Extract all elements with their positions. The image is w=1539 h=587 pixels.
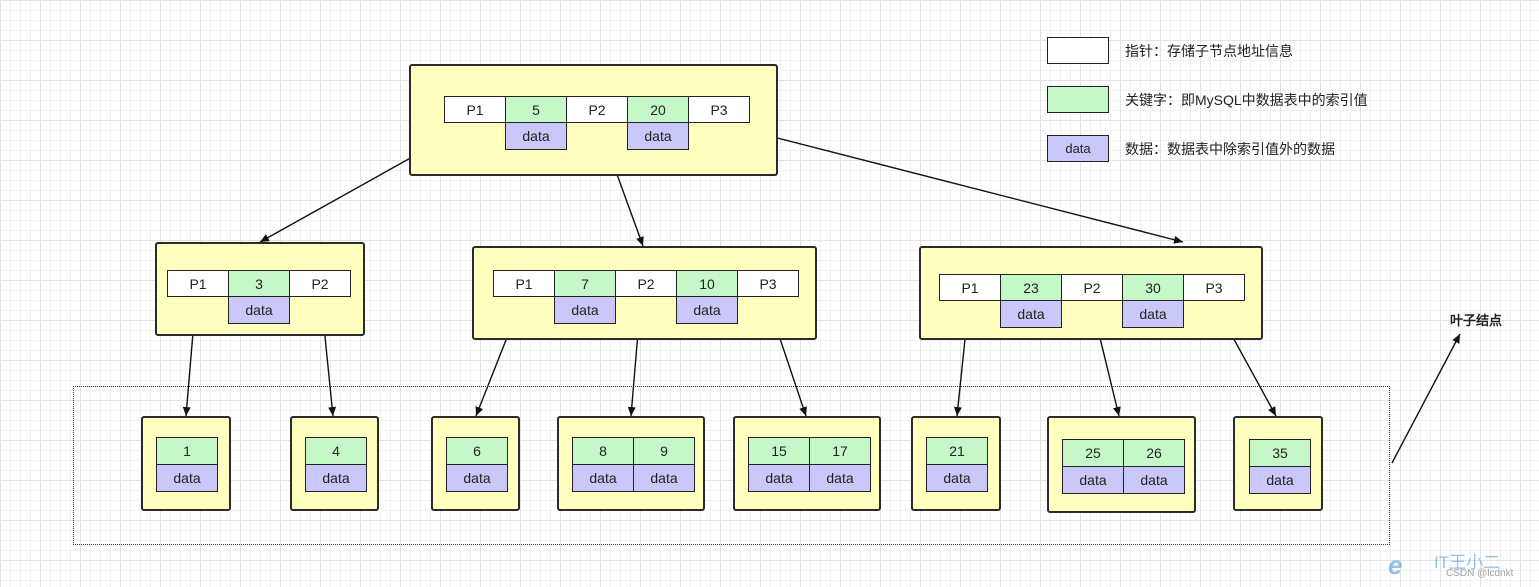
root-node-pointer: P2	[566, 96, 628, 123]
internal-node-3-pointer: P2	[1061, 274, 1123, 301]
leaf-key: 4	[305, 437, 367, 465]
internal-node-3-data: data	[1000, 300, 1062, 328]
internal-node-1-pointer: P2	[289, 270, 351, 297]
internal-node-1-key: 3	[228, 270, 290, 297]
leaf-key: 6	[446, 437, 508, 465]
internal-node-3-pointer: P3	[1183, 274, 1245, 301]
legend-pointer: 指针：存储子节点地址信息	[1047, 37, 1293, 64]
root-node-pointer: P3	[688, 96, 750, 123]
leaf-data: data	[809, 464, 871, 492]
leaf-key: 35	[1249, 439, 1311, 467]
leaf-data: data	[1249, 466, 1311, 494]
internal-node-2-key: 7	[554, 270, 616, 297]
legend-key: 关键字：即MySQL中数据表中的索引值	[1047, 86, 1368, 113]
leaf-key: 8	[572, 437, 634, 465]
legend-data-text: 数据：数据表中除索引值外的数据	[1125, 140, 1335, 157]
leaf-data: data	[446, 464, 508, 492]
leaf-key: 1	[156, 437, 218, 465]
leaf-key: 26	[1123, 439, 1185, 467]
root-node-pointer: P1	[444, 96, 506, 123]
internal-node-3-data: data	[1122, 300, 1184, 328]
legend-key-text: 关键字：即MySQL中数据表中的索引值	[1125, 91, 1368, 108]
root-node-data: data	[505, 122, 567, 150]
internal-node-2-data: data	[554, 296, 616, 324]
leaf-key: 17	[809, 437, 871, 465]
legend-data-swatch: data	[1047, 135, 1109, 162]
leaf-data: data	[1123, 466, 1185, 494]
internal-node-1-pointer: P1	[167, 270, 229, 297]
internal-node-2-pointer: P1	[493, 270, 555, 297]
leaf-data: data	[633, 464, 695, 492]
root-node-key: 20	[627, 96, 689, 123]
root-node-key: 5	[505, 96, 567, 123]
leaf-level-label: 叶子结点	[1450, 313, 1503, 328]
internal-node-3-key: 23	[1000, 274, 1062, 301]
legend-pointer-swatch	[1047, 37, 1109, 64]
leaf-data: data	[156, 464, 218, 492]
watermark-brand: IT王小二	[1434, 553, 1501, 572]
leaf-data: data	[1062, 466, 1124, 494]
internal-node-2-pointer: P2	[615, 270, 677, 297]
internal-node-2-data: data	[676, 296, 738, 324]
leaf-data: data	[926, 464, 988, 492]
leaf-key: 9	[633, 437, 695, 465]
watermark-site: CSDN @lcdnkt	[1446, 568, 1514, 579]
leaf-key: 21	[926, 437, 988, 465]
leaf-level-frame	[73, 386, 1390, 545]
watermark: e IT王小二 CSDN @lcdnkt	[1388, 548, 1538, 584]
internal-node-2-key: 10	[676, 270, 738, 297]
internal-node-2-pointer: P3	[737, 270, 799, 297]
leaf-data: data	[748, 464, 810, 492]
internal-node-3-key: 30	[1122, 274, 1184, 301]
leaf-key: 25	[1062, 439, 1124, 467]
leaf-data: data	[572, 464, 634, 492]
legend-data: data 数据：数据表中除索引值外的数据	[1047, 135, 1335, 162]
watermark-logo-icon: e	[1388, 550, 1403, 580]
legend-pointer-text: 指针：存储子节点地址信息	[1125, 42, 1293, 59]
leaf-data: data	[305, 464, 367, 492]
internal-node-3-pointer: P1	[939, 274, 1001, 301]
internal-node-1-data: data	[228, 296, 290, 324]
legend-key-swatch	[1047, 86, 1109, 113]
arrow-leaf-label	[1391, 333, 1461, 464]
root-node-data: data	[627, 122, 689, 150]
leaf-key: 15	[748, 437, 810, 465]
